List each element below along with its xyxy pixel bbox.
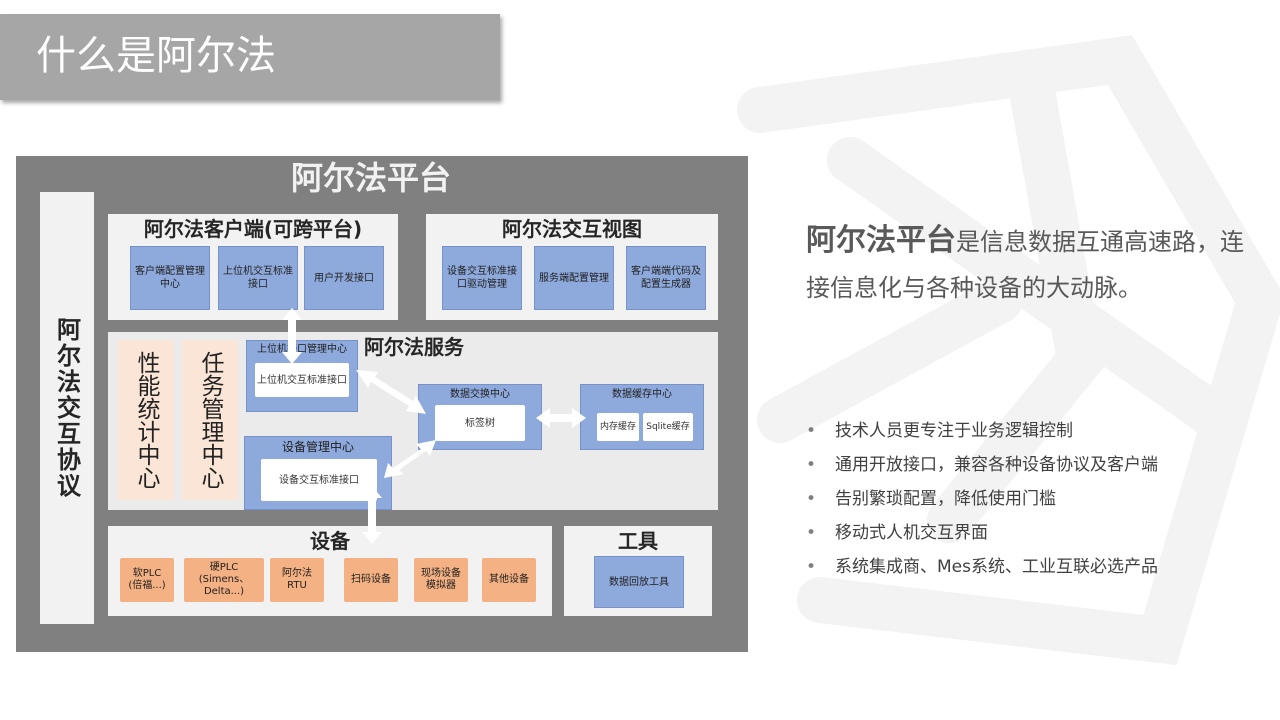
- slide-title: 什么是阿尔法: [36, 33, 276, 79]
- data-exchange-center: 数据交换中心 标签树: [418, 384, 542, 450]
- perf-stats-center: 性能统计中心: [118, 340, 174, 500]
- device-item: 阿尔法 RTU: [270, 558, 324, 602]
- upper-interface-inner: 上位机交互标准接口: [255, 363, 349, 397]
- client-item: 用户开发接口: [304, 246, 384, 310]
- feature-item: • 移动式人机交互界面: [806, 516, 1246, 550]
- background-decoration: [737, 35, 1280, 666]
- view-panel: 阿尔法交互视图 设备交互标准接口驱动管理 服务端配置管理 客户端端代码及配置生成…: [426, 214, 718, 320]
- client-panel: 阿尔法客户端(可跨平台) 客户端配置管理中心 上位机交互标准接口 用户开发接口: [108, 214, 398, 320]
- bullet-icon: •: [806, 455, 817, 475]
- protocol-panel: 阿尔法交互协议: [40, 192, 94, 624]
- service-panel: 阿尔法服务 性能统计中心 任务管理中心 上位机接口管理中心 上位机交互标准接口 …: [108, 332, 718, 510]
- tools-title: 工具: [618, 529, 658, 553]
- platform-title: 阿尔法平台: [290, 159, 451, 197]
- feature-text: 通用开放接口，兼容各种设备协议及客户端: [835, 455, 1158, 475]
- tools-panel: 工具 数据回放工具: [564, 526, 712, 616]
- data-cache-item: Sqlite缓存: [643, 413, 693, 441]
- device-mgmt-inner: 设备交互标准接口: [261, 459, 377, 501]
- device-item: 扫码设备: [344, 558, 398, 602]
- description-highlight: 阿尔法平台: [806, 223, 956, 258]
- device-item: 其他设备: [482, 558, 536, 602]
- platform-description: 阿尔法平台是信息数据互通高速路，连接信息化与各种设备的大动脉。: [806, 218, 1246, 311]
- devices-title: 设备: [310, 529, 350, 553]
- description-text: 是信息数据互通高速路，连接信息化与各种设备的大动脉。: [806, 228, 1244, 302]
- data-exchange-title: 数据交换中心: [450, 389, 510, 400]
- devices-panel: 设备 软PLC (倍福...) 硬PLC (Simens、 Delta...) …: [108, 526, 552, 616]
- view-item: 服务端配置管理: [534, 246, 614, 310]
- feature-text: 告别繁琐配置，降低使用门槛: [835, 489, 1056, 509]
- client-item: 上位机交互标准接口: [218, 246, 298, 310]
- tool-item: 数据回放工具: [594, 556, 684, 608]
- feature-item: • 技术人员更专注于业务逻辑控制: [806, 414, 1246, 448]
- protocol-label: 阿尔法交互协议: [52, 317, 81, 499]
- architecture-diagram: 阿尔法平台 阿尔法交互协议 阿尔法客户端(可跨平台) 客户端配置管理中心 上位机…: [16, 156, 748, 652]
- bullet-icon: •: [806, 523, 817, 543]
- perf-stats-label: 性能统计中心: [133, 351, 159, 489]
- feature-text: 移动式人机交互界面: [835, 523, 988, 543]
- service-title: 阿尔法服务: [364, 335, 464, 359]
- device-item: 硬PLC (Simens、 Delta...): [184, 558, 264, 602]
- upper-interface-title: 上位机接口管理中心: [257, 344, 347, 355]
- title-bar: 什么是阿尔法: [0, 14, 500, 100]
- upper-interface-center: 上位机接口管理中心 上位机交互标准接口: [246, 340, 358, 412]
- view-title: 阿尔法交互视图: [502, 217, 642, 241]
- data-cache-title: 数据缓存中心: [612, 389, 672, 400]
- feature-text: 系统集成商、Mes系统、工业互联必选产品: [835, 557, 1158, 577]
- bullet-icon: •: [806, 421, 817, 441]
- feature-list: • 技术人员更专注于业务逻辑控制 • 通用开放接口，兼容各种设备协议及客户端 • 告别…: [806, 414, 1246, 584]
- data-cache-item: 内存缓存: [597, 413, 639, 441]
- task-mgmt-center: 任务管理中心: [182, 340, 238, 500]
- bullet-icon: •: [806, 557, 817, 577]
- view-item: 设备交互标准接口驱动管理: [442, 246, 522, 310]
- device-mgmt-title: 设备管理中心: [281, 440, 354, 454]
- data-exchange-inner: 标签树: [435, 405, 525, 441]
- client-title: 阿尔法客户端(可跨平台): [143, 217, 363, 241]
- feature-text: 技术人员更专注于业务逻辑控制: [835, 421, 1073, 441]
- feature-item: • 告别繁琐配置，降低使用门槛: [806, 482, 1246, 516]
- data-cache-center: 数据缓存中心 内存缓存 Sqlite缓存: [580, 384, 704, 450]
- client-item: 客户端配置管理中心: [130, 246, 210, 310]
- device-item: 现场设备 模拟器: [414, 558, 468, 602]
- view-item: 客户端端代码及配置生成器: [626, 246, 706, 310]
- feature-item: • 系统集成商、Mes系统、工业互联必选产品: [806, 550, 1246, 584]
- feature-item: • 通用开放接口，兼容各种设备协议及客户端: [806, 448, 1246, 482]
- device-item: 软PLC (倍福...): [120, 558, 174, 602]
- task-mgmt-label: 任务管理中心: [197, 351, 223, 489]
- bullet-icon: •: [806, 489, 817, 509]
- device-mgmt-center: 设备管理中心 设备交互标准接口: [244, 436, 392, 510]
